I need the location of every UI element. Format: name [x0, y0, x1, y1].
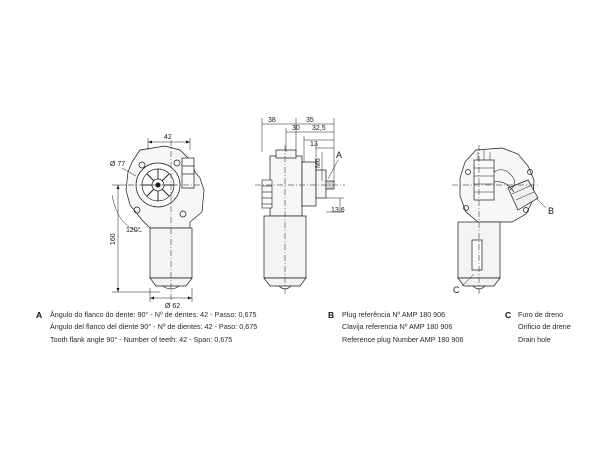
dim-160-label: 160: [110, 233, 117, 245]
note-b-letter: B: [328, 310, 335, 320]
marker-a-label: A: [336, 150, 342, 160]
marker-b-label: B: [548, 206, 554, 216]
dim-42-label: 42: [164, 134, 172, 141]
dim-angle-label: 120°: [126, 226, 141, 234]
note-b: Plug referência Nº AMP 180 906 Clavija r…: [342, 309, 463, 346]
rear-view: [452, 145, 547, 296]
side-view: [255, 118, 345, 296]
note-c-letter: C: [505, 310, 512, 320]
dim-32-5-label: 32,5: [312, 125, 326, 132]
note-a-line-pt: Ângulo do flanco do dente: 90° - Nº de d…: [50, 310, 257, 319]
front-view: [111, 138, 205, 302]
dim-30-label: 30: [292, 125, 300, 132]
note-a-line-en: Tooth flank angle 90° - Number of teeth:…: [50, 334, 233, 344]
dim-diameter-62-label: Ø 62: [165, 303, 180, 310]
note-c-line-en: Drain hole: [518, 334, 551, 344]
dim-13-6-label: 13,6: [331, 207, 345, 214]
note-a-letter: A: [36, 310, 43, 320]
note-c-line-pt: Furo de dreno: [518, 310, 564, 319]
dim-m6-label: M6: [315, 158, 322, 168]
note-a-line-es: Ángulo del flanco del diente 90° - Nº de…: [50, 322, 258, 332]
dim-38-label: 38: [268, 117, 276, 124]
note-b-line-es: Clavija referencia Nº AMP 180 906: [342, 322, 453, 332]
note-a: Ângulo do flanco do dente: 90° - Nº de d…: [50, 309, 257, 346]
dim-diameter-77-label: Ø 77: [110, 161, 125, 168]
note-b-line-pt: Plug referência Nº AMP 180 906: [342, 310, 446, 319]
note-c: Furo de dreno Orificio de drene Drain ho…: [518, 309, 571, 346]
marker-c-label: C: [453, 285, 460, 295]
note-b-line-en: Reference plug Number AMP 180 906: [342, 334, 464, 344]
note-c-line-es: Orificio de drene: [518, 322, 571, 332]
dim-13-label: 13: [310, 141, 318, 148]
dim-35-label: 35: [306, 117, 314, 124]
